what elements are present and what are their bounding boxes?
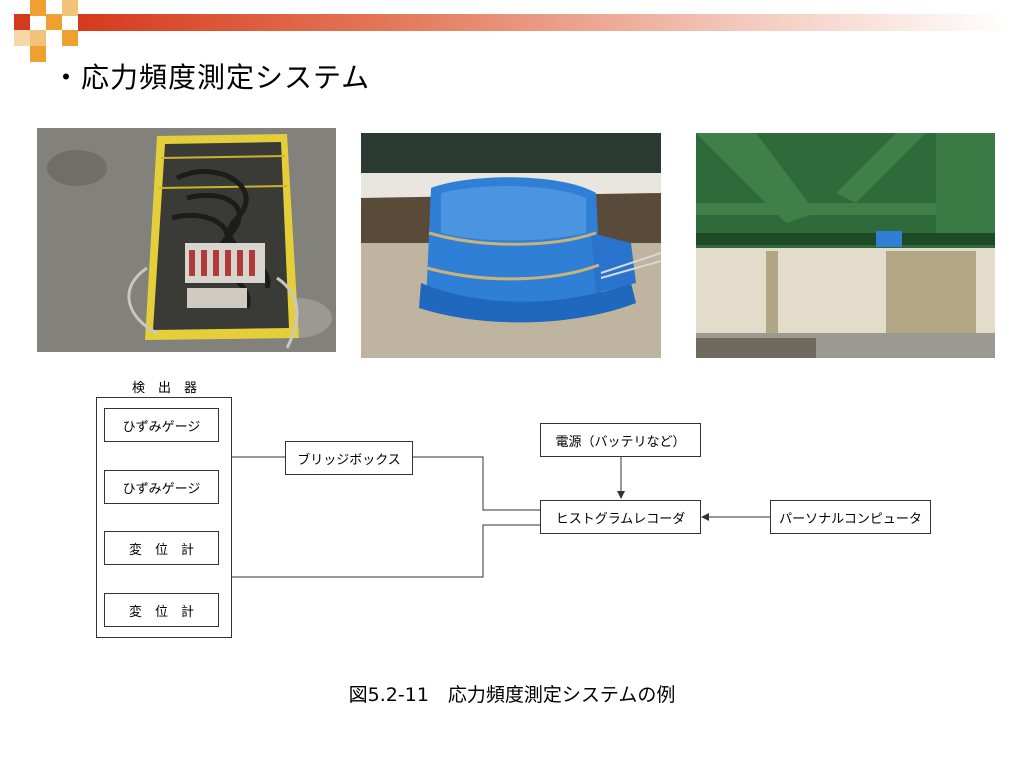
displacement-meter-box: 変 位 計 bbox=[104, 593, 219, 627]
decor-square bbox=[14, 14, 30, 30]
line-bridgebox-to-recorder bbox=[413, 456, 540, 511]
power-supply-box: 電源（バッテリなど） bbox=[540, 423, 701, 457]
slide-title: ・応力頻度測定システム bbox=[52, 61, 371, 94]
recorder-in-basket-photo bbox=[37, 128, 336, 352]
strain-gauge-box: ひずみゲージ bbox=[104, 470, 219, 504]
tarp-covered-equipment-photo bbox=[361, 133, 661, 358]
displacement-meter-box: 変 位 計 bbox=[104, 531, 219, 565]
decor-square bbox=[46, 14, 62, 30]
bridge-girder-underside-photo bbox=[696, 133, 995, 358]
histogram-recorder-box: ヒストグラムレコーダ bbox=[540, 500, 701, 534]
strain-gauge-box: ひずみゲージ bbox=[104, 408, 219, 442]
decor-square bbox=[62, 0, 78, 16]
personal-computer-box: パーソナルコンピュータ bbox=[770, 500, 931, 534]
bridge-box: ブリッジボックス bbox=[285, 441, 413, 475]
decor-square bbox=[14, 30, 30, 46]
figure-caption: 図5.2-11 応力頻度測定システムの例 bbox=[348, 684, 676, 706]
detector-group-label: 検 出 器 bbox=[132, 381, 198, 396]
decor-square bbox=[30, 0, 46, 16]
line-displacement-to-recorder bbox=[232, 524, 540, 578]
header-gradient-bar bbox=[78, 14, 1008, 31]
decor-square bbox=[62, 30, 78, 46]
decor-square bbox=[30, 46, 46, 62]
decor-square bbox=[30, 30, 46, 46]
